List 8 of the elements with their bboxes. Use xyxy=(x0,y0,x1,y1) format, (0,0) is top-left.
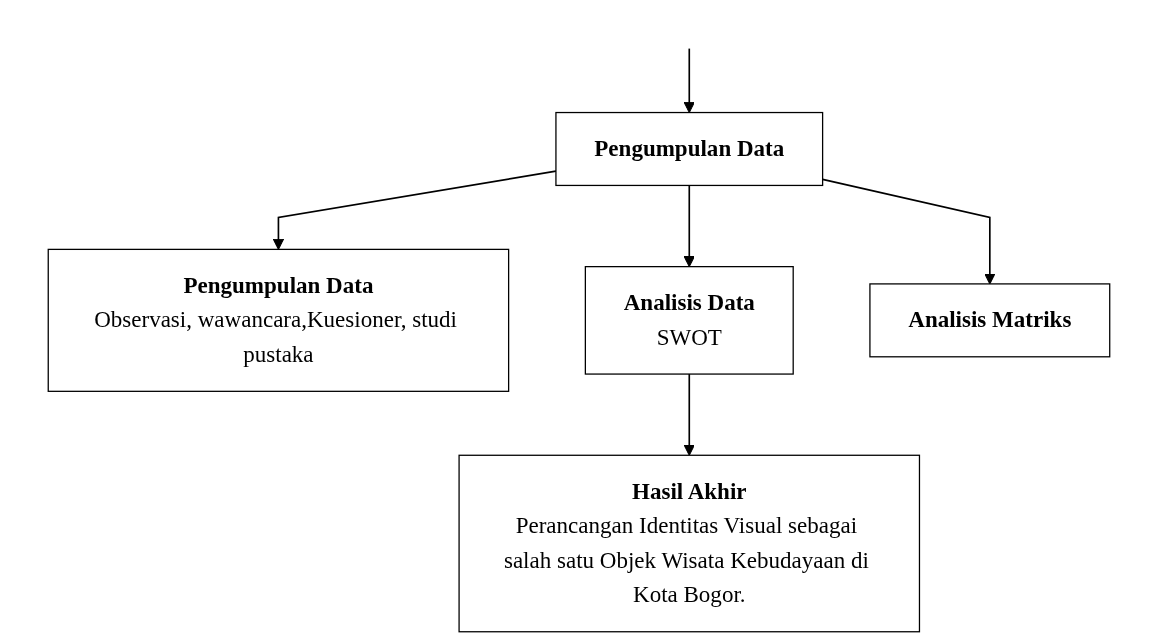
node-box: Pengumpulan Data xyxy=(554,111,823,187)
arrow xyxy=(683,184,695,268)
arrow xyxy=(683,47,695,114)
arrow xyxy=(683,373,695,456)
node-box: Hasil Akhir Perancangan Identitas Visual sebagai salah satu Objek Wisata Kebudayaan di Kota Bogor. xyxy=(457,454,920,633)
node-box: Analisis Matriks xyxy=(868,283,1110,358)
node-box: Pengumpulan Data Observasi, wawancara,Kuesioner, studi pustaka xyxy=(47,248,509,392)
node-box: Analisis Data SWOT xyxy=(584,266,794,375)
